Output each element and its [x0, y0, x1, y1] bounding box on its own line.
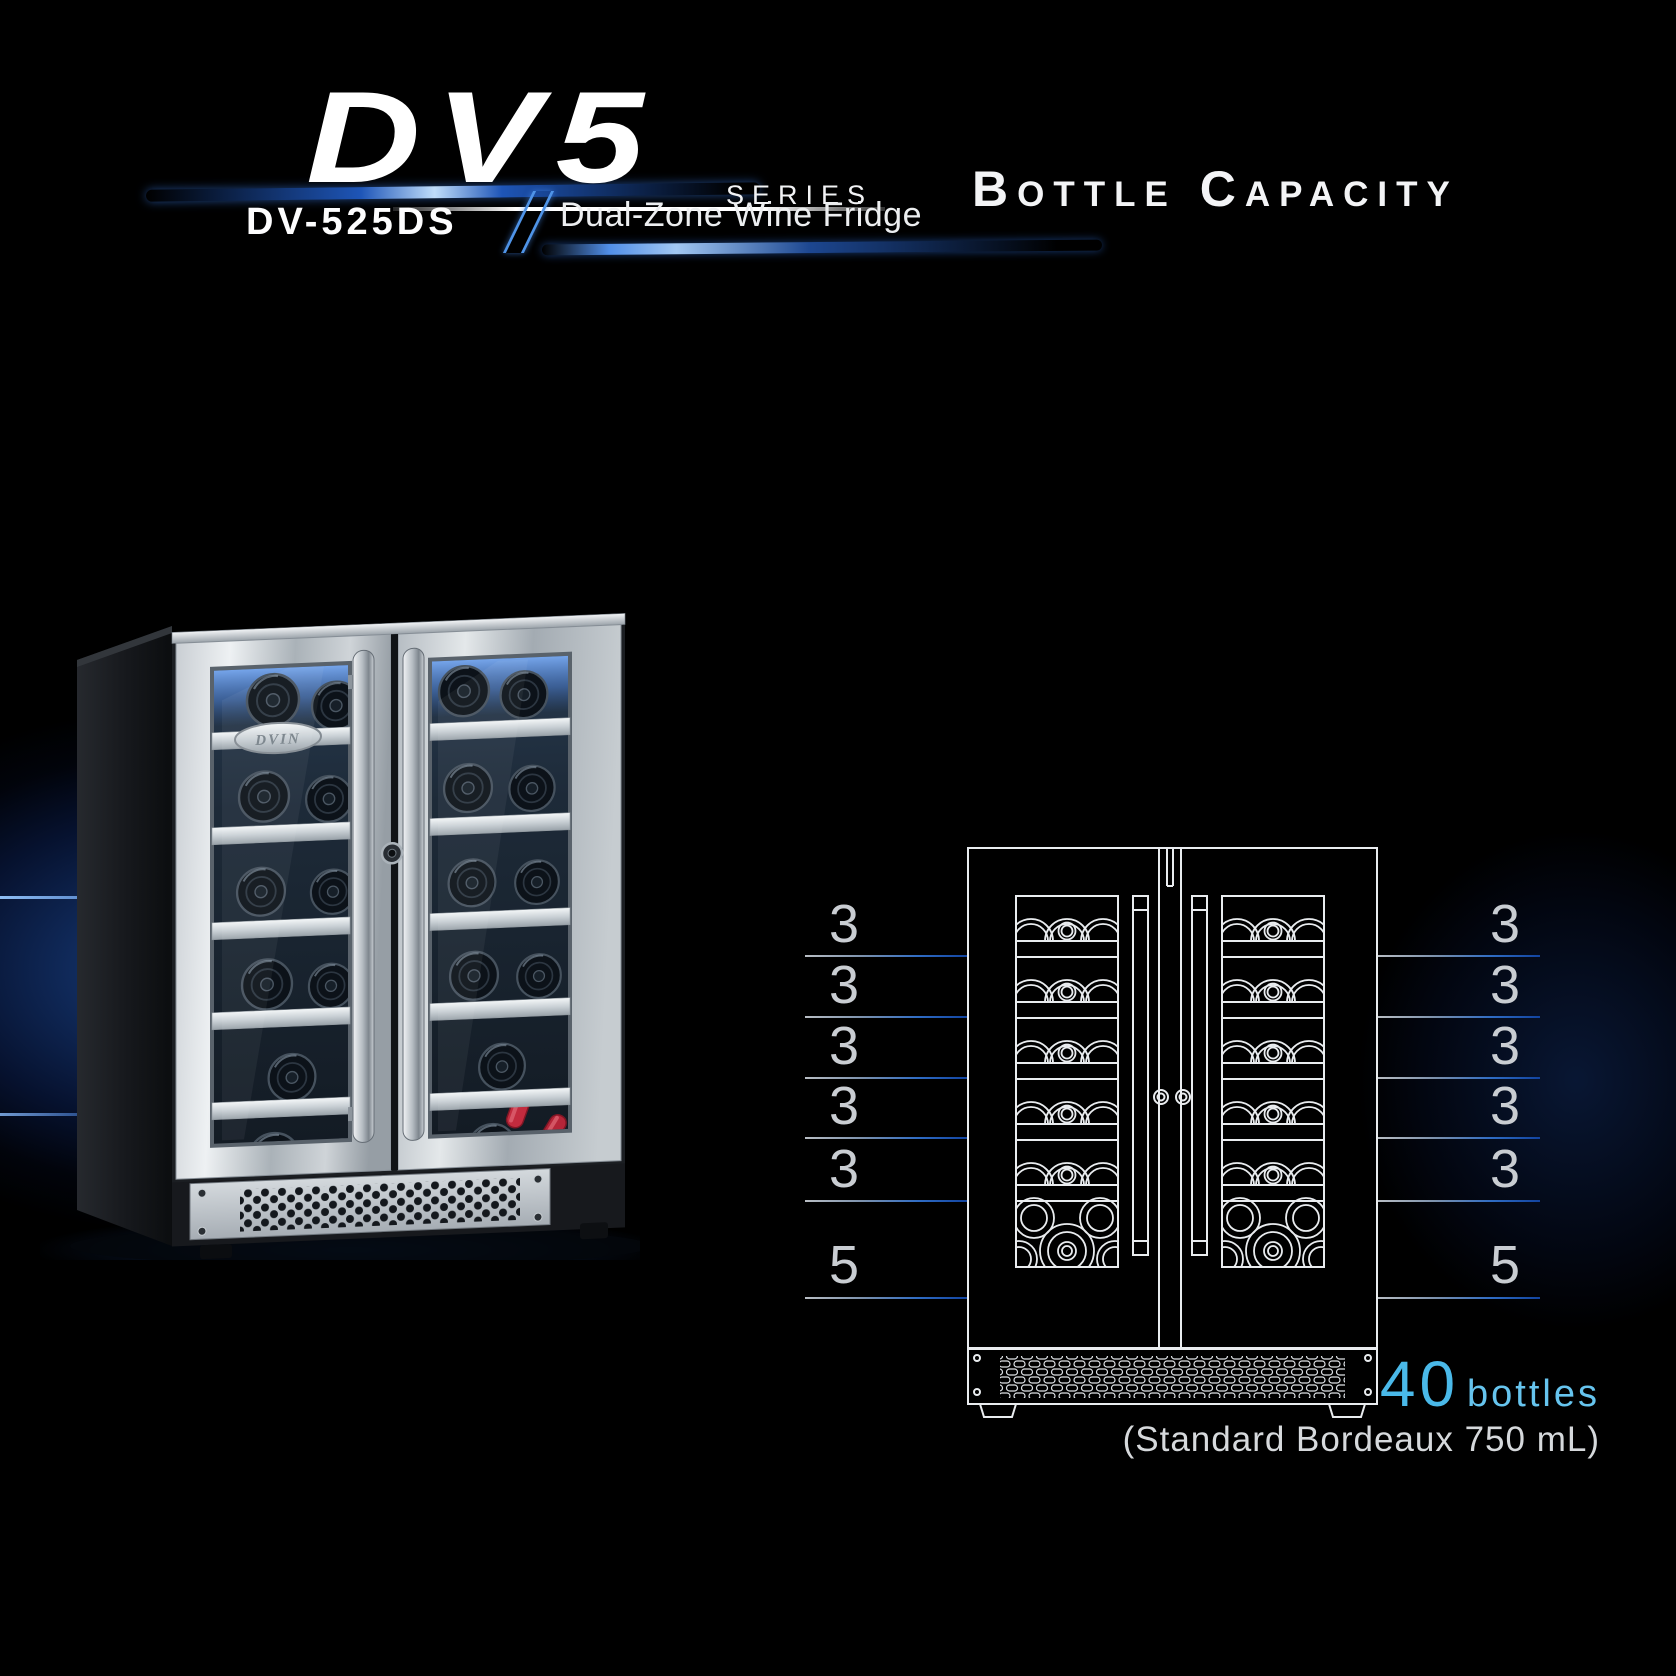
callout-line — [1378, 1077, 1540, 1079]
blue-glow-right — [1296, 760, 1676, 1400]
product-tagline: Dual-Zone Wine Fridge — [560, 196, 922, 234]
callout-line — [805, 1297, 967, 1299]
model-number: DV-525DS — [246, 201, 458, 243]
diagram-vent-grille — [1000, 1356, 1345, 1398]
total-capacity: 40 bottles (Standard Bordeaux 750 mL) — [1123, 1350, 1600, 1460]
door-lock — [380, 841, 404, 865]
diagram-cabinet-outline — [967, 847, 1378, 1349]
capacity-left-row4: 3 — [829, 1076, 860, 1136]
capacity-left-row2: 3 — [829, 955, 860, 1015]
callout-line — [1378, 1200, 1540, 1202]
capacity-left-row5: 3 — [829, 1139, 860, 1199]
capacity-left-row3: 3 — [829, 1016, 860, 1076]
shelf-fronts — [211, 717, 571, 1121]
fridge-side-panel — [77, 626, 172, 1246]
capacity-right-row1: 3 — [1489, 894, 1520, 954]
callout-line — [805, 1016, 967, 1018]
logo-underline — [393, 207, 885, 211]
diagram-vent-panel — [967, 1348, 1378, 1405]
capacity-right-row2: 3 — [1489, 955, 1520, 1015]
capacity-diagram — [967, 847, 1378, 1418]
page-title: Bottle Capacity — [972, 161, 1459, 217]
capacity-right-row3: 3 — [1489, 1016, 1520, 1076]
brand-badge: DVIN — [234, 721, 322, 755]
diagram-right-window — [1221, 895, 1325, 1268]
fridge-front: DVIN — [171, 613, 626, 1260]
left-door-handle — [352, 649, 375, 1143]
callout-line — [805, 1137, 967, 1139]
total-unit-label: bottles — [1467, 1373, 1600, 1415]
bottle-standard-note: (Standard Bordeaux 750 mL) — [1122, 1420, 1600, 1459]
foot — [580, 1222, 608, 1240]
diagram-left-handle — [1132, 895, 1149, 1256]
side-top-bevel — [77, 626, 172, 667]
callout-line — [805, 1200, 967, 1202]
series-suffix-label: SERIES — [726, 180, 874, 210]
series-logo: DV5 — [306, 64, 659, 210]
callout-line — [1378, 1297, 1540, 1299]
capacity-left-row6: 5 — [829, 1235, 860, 1295]
callout-line — [1378, 1137, 1540, 1139]
capacity-right-row4: 3 — [1489, 1076, 1520, 1136]
badge-text: DVIN — [254, 731, 300, 749]
diagram-right-bottle-rows — [1223, 918, 1323, 1266]
foot — [200, 1244, 232, 1260]
logo-streak-lower — [541, 239, 1103, 256]
callout-line — [805, 955, 967, 957]
total-count: 40 — [1379, 1348, 1460, 1420]
diagram-right-handle — [1191, 895, 1208, 1256]
vent-grille — [240, 1177, 520, 1232]
capacity-right-row6: 5 — [1489, 1235, 1520, 1295]
right-door-handle — [402, 647, 425, 1141]
diagram-left-bottle-rows — [1017, 918, 1117, 1266]
capacity-right-row5: 3 — [1489, 1139, 1520, 1199]
diagram-left-window — [1015, 895, 1119, 1268]
wine-fridge-photo: DVIN — [40, 613, 640, 1260]
callout-line — [1378, 955, 1540, 957]
callout-line — [1378, 1016, 1540, 1018]
capacity-left-row1: 3 — [829, 894, 860, 954]
callout-line — [805, 1077, 967, 1079]
